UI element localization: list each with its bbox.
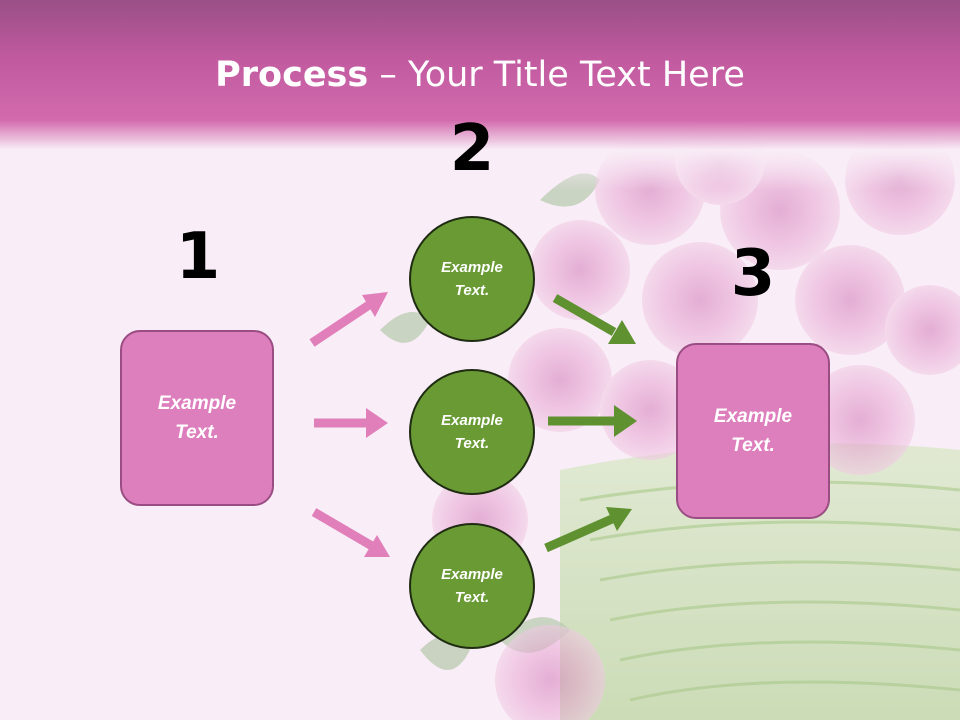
left-step-box: Example Text.: [120, 330, 274, 506]
green-arrow-down: [552, 294, 636, 344]
bottom-circle: Example Text.: [409, 523, 535, 649]
middle-circle: Example Text.: [409, 369, 535, 495]
left-box-text: Example Text.: [157, 393, 237, 443]
right-step-box: Example Text.: [676, 343, 830, 519]
header-band: [0, 0, 960, 190]
title-rest: – Your Title Text Here: [368, 55, 745, 95]
pink-arrow-down: [311, 508, 390, 557]
bottom-circle-text: Example Text.: [441, 566, 503, 606]
pink-arrow-up: [309, 292, 388, 347]
green-arrow-up: [544, 507, 632, 553]
top-circle: Example Text.: [409, 216, 535, 342]
step-number-3: 3: [730, 237, 776, 311]
step-number-1: 1: [175, 220, 221, 294]
right-box-text: Example Text.: [713, 406, 793, 456]
step-number-2: 2: [449, 112, 495, 186]
green-arrow-right: [548, 405, 637, 437]
slide-title: Process – Your Title Text Here: [0, 52, 960, 98]
title-bold: Process: [215, 55, 369, 95]
pink-arrow-right: [314, 408, 388, 438]
middle-circle-text: Example Text.: [441, 412, 503, 452]
top-circle-text: Example Text.: [441, 259, 503, 299]
